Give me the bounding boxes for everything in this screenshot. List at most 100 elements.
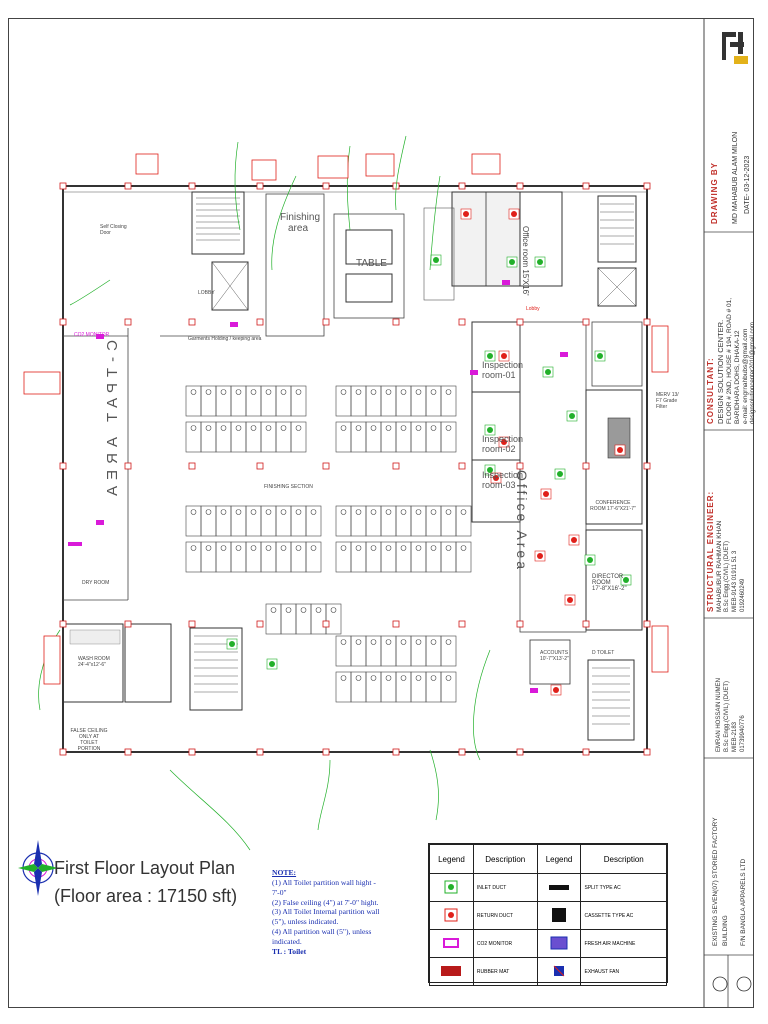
- workstation: [245, 505, 262, 537]
- return-duct-dot: [511, 211, 517, 217]
- chair: [280, 425, 287, 431]
- inlet-duct-dot: [587, 557, 593, 563]
- structural-column: [256, 318, 264, 326]
- project-line: BUILDING: [722, 915, 729, 946]
- consultant-line: DESIGN SOLUTION CENTER.: [716, 319, 725, 424]
- workstation: [365, 635, 382, 667]
- chair: [460, 509, 467, 515]
- chair: [400, 675, 407, 681]
- project-line: EXISTING SEVEN(07) STORIED FACTORY: [712, 817, 719, 946]
- chair: [220, 545, 227, 551]
- workstation: [395, 505, 412, 537]
- workstation: [350, 421, 367, 453]
- structural-column: [124, 182, 132, 190]
- inlet-duct-dot: [433, 257, 439, 263]
- chair: [190, 545, 197, 551]
- return-duct-dot: [501, 353, 507, 359]
- workstation: [185, 505, 202, 537]
- chair: [415, 639, 422, 645]
- chair: [385, 425, 392, 431]
- chair: [415, 545, 422, 551]
- chair: [355, 389, 362, 395]
- structural-column: [458, 748, 466, 756]
- workstation: [395, 421, 412, 453]
- chair: [415, 389, 422, 395]
- chair: [415, 509, 422, 515]
- chair: [370, 639, 377, 645]
- chair: [235, 425, 242, 431]
- workstation: [440, 541, 457, 573]
- structural-column: [582, 318, 590, 326]
- chair: [250, 509, 257, 515]
- co2-monitor-icon: [443, 937, 460, 948]
- structural-line: 0192460249: [740, 578, 746, 612]
- workstation: [290, 421, 307, 453]
- chair: [250, 545, 257, 551]
- workstation: [425, 671, 442, 703]
- workstation: [380, 635, 397, 667]
- return-duct-dot: [553, 687, 559, 693]
- accounts-label: ACCOUNTS 10'-7"X13'-2": [540, 650, 569, 662]
- finishing-section-label: FINISHING SECTION: [264, 484, 313, 490]
- chair: [340, 639, 347, 645]
- structural-column: [643, 620, 651, 628]
- chair: [330, 607, 337, 613]
- workstation: [245, 385, 262, 417]
- chair: [370, 425, 377, 431]
- workstation: [200, 505, 217, 537]
- dry-room-label: DRY ROOM: [82, 580, 110, 586]
- workstation: [395, 541, 412, 573]
- finishing-area-label: Finishing area: [280, 212, 321, 234]
- legend-header: Legend: [536, 844, 582, 874]
- workstation: [335, 421, 352, 453]
- structural-column: [516, 182, 524, 190]
- notes-box: NOTE: (1) All Toilet partition wall high…: [272, 868, 392, 957]
- workstation: [185, 541, 202, 573]
- workstation: [230, 421, 247, 453]
- structural-column: [188, 182, 196, 190]
- structural-column: [256, 748, 264, 756]
- workstation: [275, 505, 292, 537]
- company-logo-icon: [722, 32, 748, 64]
- legend-header: Legend: [429, 844, 474, 874]
- structural-column: [188, 620, 196, 628]
- workstation: [335, 385, 352, 417]
- structural-column: [124, 318, 132, 326]
- structural-column: [322, 182, 330, 190]
- structural-column: [322, 748, 330, 756]
- workstation: [410, 421, 427, 453]
- inlet-duct-dot: [557, 471, 563, 477]
- drawing-by-label: DRAWING BY: [710, 162, 719, 224]
- workstation: [230, 385, 247, 417]
- inlet-duct-dot: [229, 641, 235, 647]
- consultant-line: BARIDHARA DOHS, DHAKA-12: [734, 330, 741, 424]
- chair: [415, 425, 422, 431]
- workstation: [380, 421, 397, 453]
- structural-column: [643, 318, 651, 326]
- legend-desc: RUBBER MAT: [472, 957, 538, 986]
- structural-column: [124, 748, 132, 756]
- workstation: [425, 505, 442, 537]
- workstation: [440, 635, 457, 667]
- consultant-label: CONSULTANT:: [706, 357, 715, 424]
- workstation: [265, 603, 282, 635]
- chair: [295, 509, 302, 515]
- chair: [430, 639, 437, 645]
- structural-column: [392, 620, 400, 628]
- return-duct-dot: [571, 537, 577, 543]
- chair: [265, 509, 272, 515]
- chair: [295, 389, 302, 395]
- legend-desc: RETURN DUCT: [472, 901, 538, 930]
- return-duct-dot: [501, 439, 507, 445]
- garments-holding-label: Garments Holding / keeping area: [188, 336, 262, 342]
- chair: [220, 509, 227, 515]
- workstation: [365, 541, 382, 573]
- structural-column: [124, 462, 132, 470]
- note-item: TL : Toilet: [272, 946, 307, 956]
- structural-column: [392, 318, 400, 326]
- structural-column: [582, 182, 590, 190]
- chair: [400, 545, 407, 551]
- legend-desc: EXHAUST FAN: [580, 957, 667, 986]
- fresh-air-machine-icon: [550, 936, 568, 949]
- chair: [205, 545, 212, 551]
